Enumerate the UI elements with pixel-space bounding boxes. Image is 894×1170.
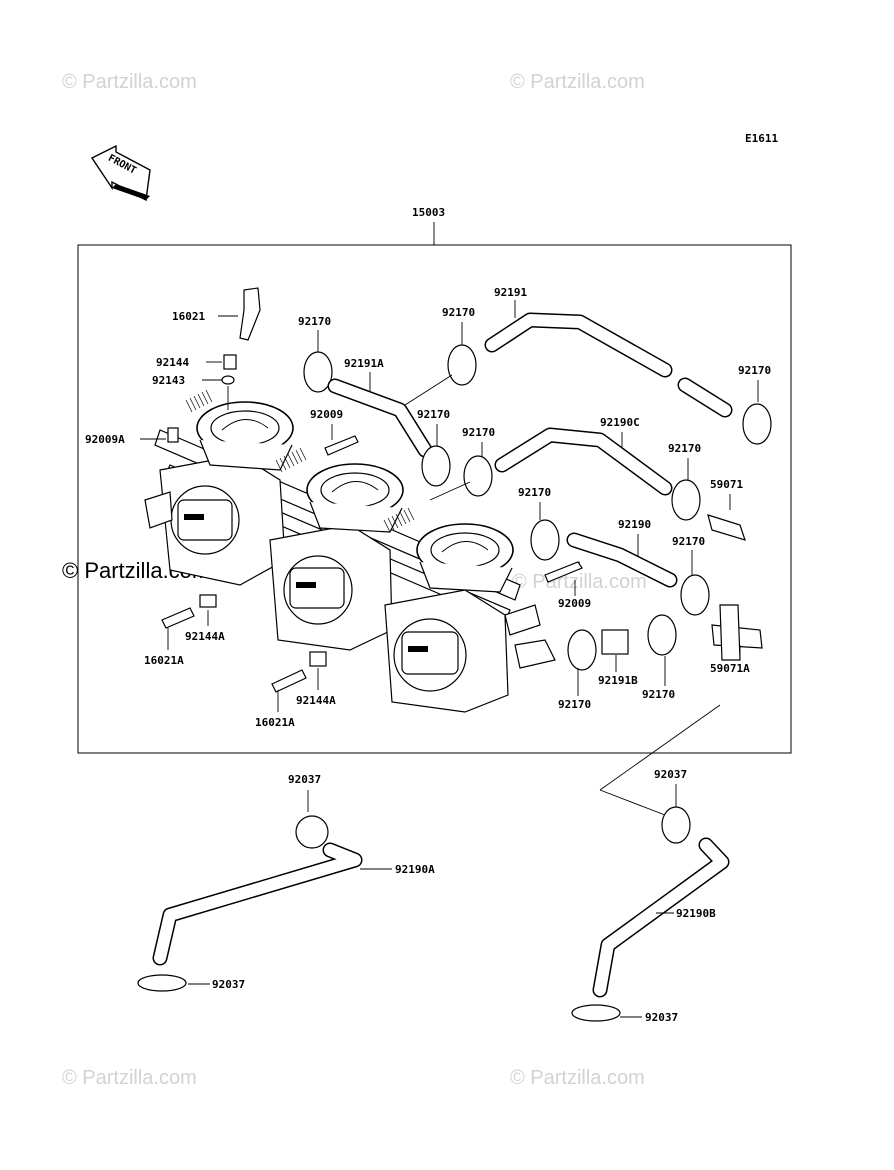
- part-label-92009: 92009: [558, 597, 591, 610]
- diagram-code: E1611: [745, 132, 778, 145]
- part-label-16021: 16021: [172, 310, 205, 323]
- watermark: © Partzilla.com: [510, 71, 645, 93]
- part-label-92009: 92009: [310, 408, 343, 421]
- assembly-frame: [77, 244, 792, 754]
- assembly-label: 15003: [412, 206, 445, 219]
- throttle-body-assembly: [144, 389, 556, 713]
- part-label-92191B: 92191B: [598, 674, 638, 687]
- part-label-92170: 92170: [298, 315, 331, 328]
- part-label-92144: 92144: [156, 356, 189, 369]
- part-label-92037: 92037: [212, 978, 245, 991]
- part-label-92009A: 92009A: [85, 433, 125, 446]
- part-label-92190A: 92190A: [395, 863, 435, 876]
- part-label-92190: 92190: [618, 518, 651, 531]
- watermark: © Partzilla.com: [62, 1067, 197, 1089]
- part-label-92170: 92170: [672, 535, 705, 548]
- part-label-16021A: 16021A: [255, 716, 295, 729]
- part-label-92170: 92170: [417, 408, 450, 421]
- part-label-16021A: 16021A: [144, 654, 184, 667]
- part-label-92170: 92170: [518, 486, 551, 499]
- part-label-92037: 92037: [654, 768, 687, 781]
- part-label-92037: 92037: [645, 1011, 678, 1024]
- part-label-92170: 92170: [642, 688, 675, 701]
- part-label-59071: 59071: [710, 478, 743, 491]
- part-label-92170: 92170: [442, 306, 475, 319]
- part-label-92191: 92191: [494, 286, 527, 299]
- part-label-92144A: 92144A: [185, 630, 225, 643]
- part-label-92170: 92170: [462, 426, 495, 439]
- part-label-92144A: 92144A: [296, 694, 336, 707]
- part-label-92170: 92170: [558, 698, 591, 711]
- watermark: © Partzilla.com: [510, 1067, 645, 1089]
- watermark: © Partzilla.com: [512, 571, 647, 593]
- part-label-92190B: 92190B: [676, 907, 716, 920]
- part-label-92190C: 92190C: [600, 416, 640, 429]
- front-arrow-icon: FRONT: [90, 144, 151, 202]
- part-label-92191A: 92191A: [344, 357, 384, 370]
- part-label-92170: 92170: [668, 442, 701, 455]
- part-label-92037: 92037: [288, 773, 321, 786]
- watermark: © Partzilla.com: [62, 71, 197, 93]
- part-label-59071A: 59071A: [710, 662, 750, 675]
- part-label-92143: 92143: [152, 374, 185, 387]
- part-label-92170: 92170: [738, 364, 771, 377]
